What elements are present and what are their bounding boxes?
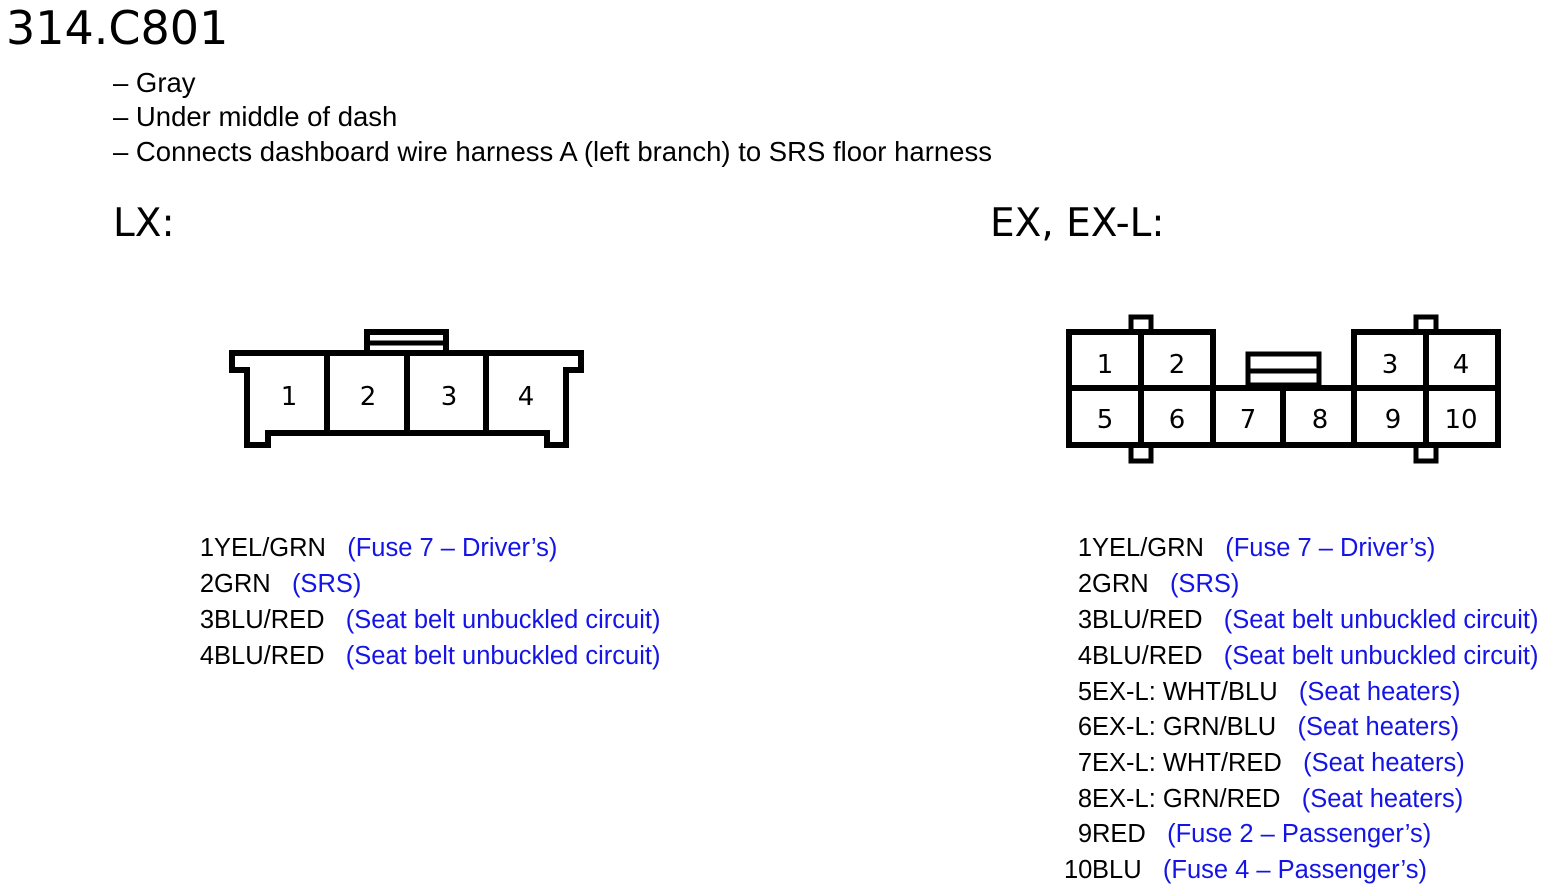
ex-cavity-label: 4: [1453, 350, 1470, 380]
pin-description: (Seat heaters): [1298, 678, 1461, 706]
pin-wire: BLU/RED: [214, 642, 325, 670]
list-item: 3BLU/RED (Seat belt unbuckled circuit): [188, 604, 661, 636]
list-item: 1YEL/GRN (Fuse 7 – Driver’s): [188, 532, 558, 564]
pin-wire: BLU/RED: [214, 606, 325, 634]
ex-cavity-label: 6: [1169, 405, 1186, 435]
pin-number: 1: [199, 534, 214, 562]
pin-description: (Seat belt unbuckled circuit): [345, 606, 661, 634]
ex-cavity-label: 10: [1444, 405, 1477, 435]
pin-wire: BLU/RED: [1092, 606, 1203, 634]
pin-wire: EX-L: GRN/RED: [1092, 785, 1281, 813]
list-item: 4BLU/RED (Seat belt unbuckled circuit): [1064, 640, 1539, 672]
pin-wire: EX-L: WHT/RED: [1092, 749, 1282, 777]
pin-number: 7: [1077, 749, 1092, 777]
pin-number: 3: [1077, 606, 1092, 634]
lx-cavity-label: 2: [360, 382, 377, 412]
pin-description: (Seat belt unbuckled circuit): [1223, 606, 1539, 634]
connector-title: 314.C801: [6, 1, 229, 55]
pin-wire: EX-L: WHT/BLU: [1092, 678, 1278, 706]
list-item: 6EX-L: GRN/BLU (Seat heaters): [1064, 711, 1459, 743]
pin-number: 10: [1064, 856, 1093, 884]
ex-connector-face: [1066, 314, 1501, 464]
pin-wire: YEL/GRN: [214, 534, 326, 562]
pin-description: (Seat belt unbuckled circuit): [1223, 642, 1539, 670]
pin-description: (Fuse 7 – Driver’s): [347, 534, 558, 562]
ex-cavity-label: 9: [1385, 405, 1402, 435]
pin-number: 4: [1077, 642, 1092, 670]
list-item: 8EX-L: GRN/RED (Seat heaters): [1064, 783, 1464, 815]
ex-cavity-label: 3: [1382, 350, 1399, 380]
pin-wire: GRN: [214, 570, 271, 598]
list-item: 3BLU/RED (Seat belt unbuckled circuit): [1064, 604, 1539, 636]
list-item: 10BLU (Fuse 4 – Passenger’s): [1064, 854, 1427, 886]
connector-location-note: – Under middle of dash: [113, 101, 398, 132]
ex-cavity-label: 8: [1312, 405, 1329, 435]
list-item: 5EX-L: WHT/BLU (Seat heaters): [1064, 676, 1461, 708]
lx-cavity-label: 3: [441, 382, 458, 412]
connector-color-note: – Gray: [113, 67, 196, 98]
list-item: 2GRN (SRS): [188, 568, 362, 600]
pin-number: 4: [199, 642, 214, 670]
pin-wire: YEL/GRN: [1092, 534, 1204, 562]
pin-description: (Fuse 4 – Passenger’s): [1162, 856, 1427, 884]
pin-number: 5: [1077, 678, 1092, 706]
list-item: 4BLU/RED (Seat belt unbuckled circuit): [188, 640, 661, 672]
pin-description: (Seat heaters): [1301, 785, 1464, 813]
pin-description: (Seat heaters): [1297, 713, 1460, 741]
pin-description: (SRS): [1169, 570, 1240, 598]
pin-number: 8: [1077, 785, 1092, 813]
pin-wire: EX-L: GRN/BLU: [1092, 713, 1277, 741]
pin-description: (Seat heaters): [1303, 749, 1465, 777]
ex-upper-key: [1413, 314, 1439, 335]
list-item: 2GRN (SRS): [1064, 568, 1240, 600]
connector-function-note: – Connects dashboard wire harness A (lef…: [113, 136, 992, 167]
ex-variant-heading: EX, EX-L:: [990, 201, 1165, 246]
pin-wire: BLU: [1092, 856, 1142, 884]
pin-number: 2: [199, 570, 214, 598]
list-item: 9RED (Fuse 2 – Passenger’s): [1064, 818, 1431, 850]
ex-lower-key: [1413, 442, 1439, 464]
pin-number: 1: [1077, 534, 1092, 562]
list-item: 1YEL/GRN (Fuse 7 – Driver’s): [1064, 532, 1436, 564]
lx-variant-heading: LX:: [113, 201, 175, 246]
pin-description: (Fuse 7 – Driver’s): [1225, 534, 1436, 562]
lx-cavity-label: 4: [518, 382, 535, 412]
ex-cavity-label: 1: [1097, 350, 1114, 380]
ex-cavity-label: 5: [1097, 405, 1114, 435]
lx-connector-face: [229, 329, 584, 448]
pin-description: (SRS): [291, 570, 362, 598]
pin-number: 6: [1077, 713, 1092, 741]
lx-connector-housing: [229, 350, 584, 448]
ex-upper-key: [1128, 314, 1154, 335]
pin-wire: RED: [1092, 820, 1146, 848]
pin-number: 9: [1077, 820, 1092, 848]
pin-description: (Seat belt unbuckled circuit): [345, 642, 661, 670]
ex-lower-key: [1128, 442, 1154, 464]
list-item: 7EX-L: WHT/RED (Seat heaters): [1064, 747, 1465, 779]
ex-cavity-label: 7: [1240, 405, 1257, 435]
pin-number: 3: [199, 606, 214, 634]
pin-wire: BLU/RED: [1092, 642, 1203, 670]
lx-cavity-label: 1: [281, 382, 298, 412]
pin-wire: GRN: [1092, 570, 1149, 598]
pin-description: (Fuse 2 – Passenger’s): [1167, 820, 1432, 848]
ex-cavity-label: 2: [1169, 350, 1186, 380]
pin-number: 2: [1077, 570, 1092, 598]
